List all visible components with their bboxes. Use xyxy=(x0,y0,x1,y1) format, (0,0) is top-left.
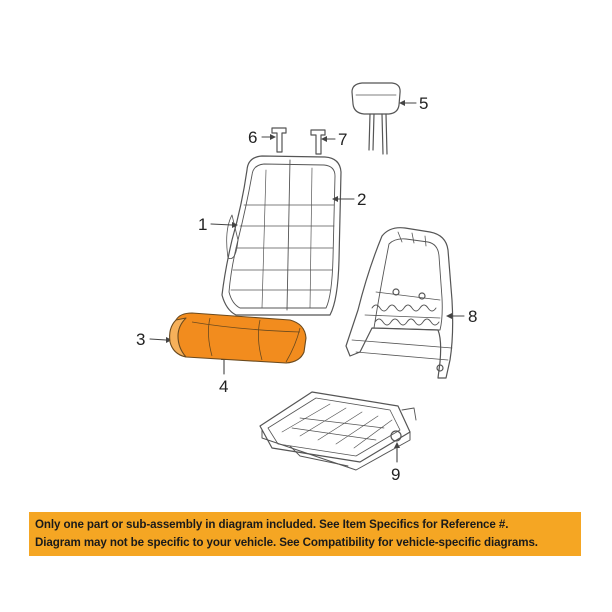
callout-7: 7 xyxy=(338,130,348,149)
callout-4: 4 xyxy=(219,377,229,396)
seat-cushion-highlighted xyxy=(169,312,307,364)
headrest-guide-left xyxy=(271,127,287,153)
callout-9: 9 xyxy=(391,465,401,484)
disclaimer-line-2: Diagram may not be specific to your vehi… xyxy=(35,536,538,549)
seat-track xyxy=(259,391,417,471)
seat-back xyxy=(221,155,342,316)
seat-frame xyxy=(345,227,454,379)
callout-6: 6 xyxy=(248,128,258,147)
callout-8: 8 xyxy=(468,307,478,326)
callout-3: 3 xyxy=(136,330,146,349)
headrest-guide-right xyxy=(310,129,326,155)
disclaimer-banner: Only one part or sub-assembly in diagram… xyxy=(29,512,581,556)
disclaimer-line-1: Only one part or sub-assembly in diagram… xyxy=(35,518,509,531)
headrest xyxy=(351,82,401,155)
callout-2: 2 xyxy=(357,190,367,209)
callout-5: 5 xyxy=(419,94,429,113)
callout-1: 1 xyxy=(198,215,208,234)
